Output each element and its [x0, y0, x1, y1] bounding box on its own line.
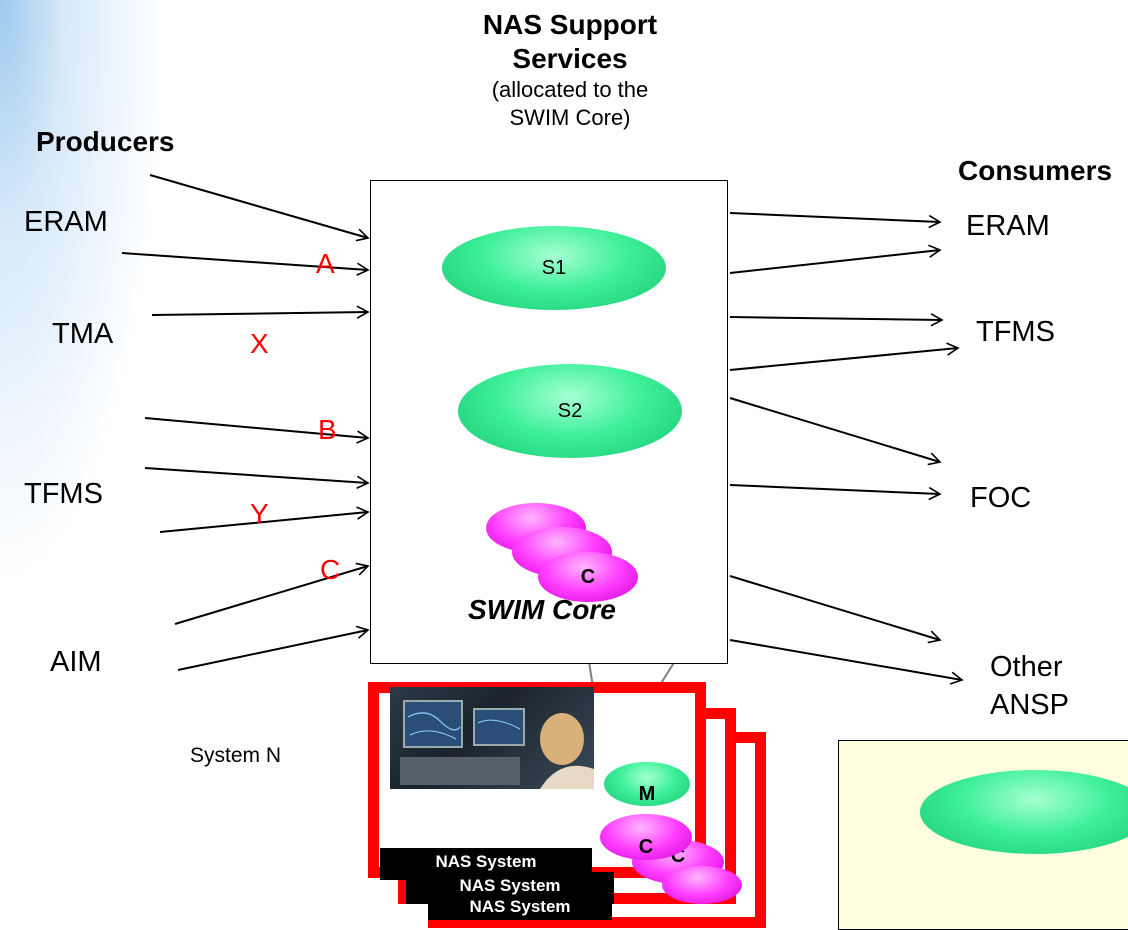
producer-tma: TMA: [52, 318, 114, 350]
system-component: [662, 866, 742, 904]
producer-arrow: [149, 174, 370, 242]
service-s2-label: S2: [557, 399, 583, 422]
connector-label-c: C: [320, 554, 341, 585]
producer-tfms: TFMS: [24, 478, 103, 510]
consumer-arrow: [729, 244, 942, 274]
consumer-other-ansp: Other ANSP: [990, 651, 1069, 721]
connector-label-y: Y: [250, 498, 269, 529]
connector-label-b: B: [318, 414, 337, 445]
consumer-arrow: [729, 212, 942, 229]
system-c-component[interactable]: C: [600, 814, 692, 860]
service-s1[interactable]: S1: [442, 226, 666, 310]
consumers-heading: Consumers: [958, 155, 1113, 186]
producer-arrow: [174, 562, 370, 625]
consumer-tfms: TFMS: [976, 316, 1055, 348]
consumer-arrow: [729, 639, 964, 685]
controller-photo: [390, 687, 594, 789]
center-title: NAS Support Services: [482, 9, 658, 74]
connector-label-a: A: [316, 248, 335, 279]
consumer-arrow: [729, 575, 942, 644]
core-component[interactable]: C: [538, 552, 638, 602]
consumer-arrow: [729, 397, 942, 466]
producer-arrow: [159, 506, 370, 533]
system-n-label: System N: [190, 744, 282, 767]
consumer-foc: FOC: [970, 482, 1032, 514]
consumer-arrow: [729, 342, 960, 371]
producer-arrow: [151, 305, 370, 319]
producer-arrow: [144, 467, 370, 489]
connector-label-x: X: [250, 328, 269, 359]
legend-service-ellipse: [920, 770, 1128, 854]
service-s2[interactable]: S2: [458, 364, 682, 458]
service-s1-label: S1: [541, 256, 567, 279]
swim-core-label: SWIM Core: [468, 594, 616, 625]
consumer-arrow: [729, 313, 944, 327]
consumer-arrow: [729, 484, 942, 501]
center-subtitle: (allocated to the SWIM Core): [491, 77, 649, 130]
producer-arrow: [177, 625, 370, 671]
producer-arrow: [121, 252, 370, 276]
producers-heading: Producers: [36, 126, 175, 157]
consumer-eram: ERAM: [966, 210, 1050, 242]
producer-arrow: [144, 417, 370, 444]
system-m-module[interactable]: M: [604, 762, 690, 806]
nas-system-tag: NAS System: [428, 896, 612, 920]
center-title-block: NAS Support Services (allocated to the S…: [400, 8, 740, 132]
producer-aim: AIM: [50, 646, 102, 678]
producer-eram: ERAM: [24, 206, 108, 238]
